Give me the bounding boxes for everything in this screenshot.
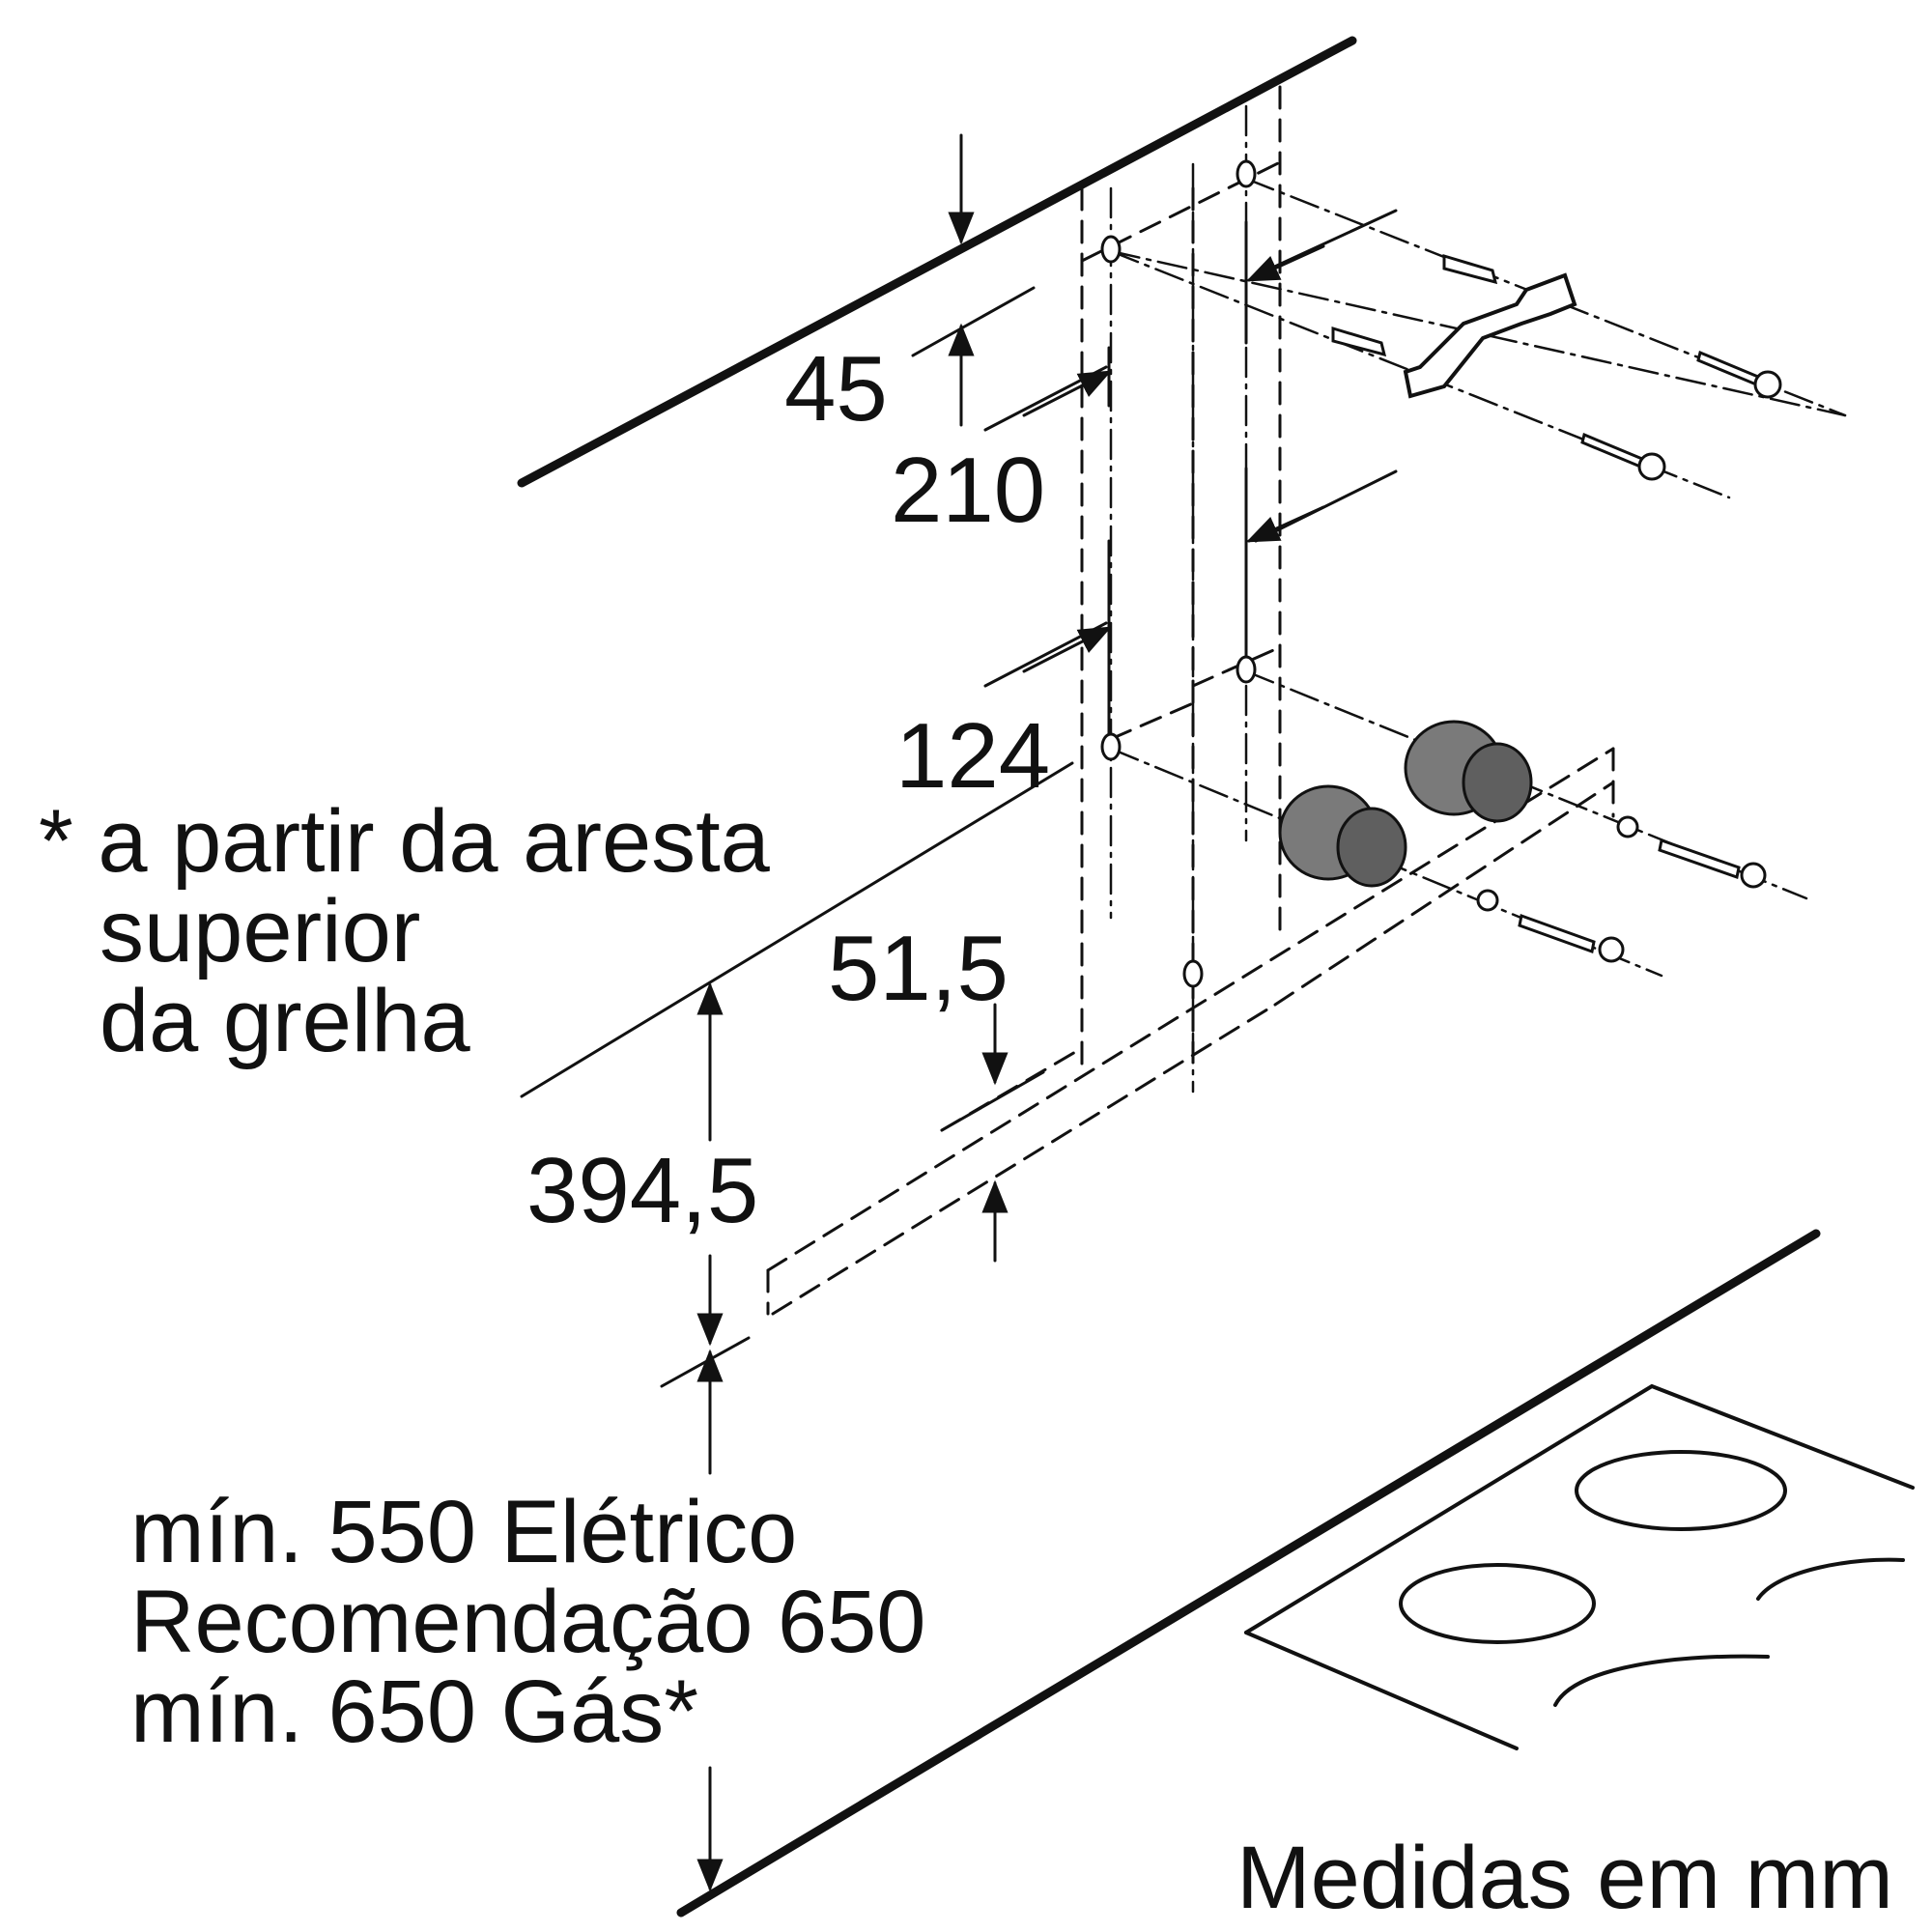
arrow-124 — [1022, 626, 1113, 673]
centre-lines — [1109, 104, 1847, 1094]
wall-plugs — [1278, 720, 1533, 888]
ceiling-edge — [517, 36, 1357, 488]
units-label: Medidas em mm — [1236, 1829, 1893, 1927]
dimension-51-5: 51,5 — [828, 917, 1009, 1020]
arrow-210 — [1022, 370, 1113, 417]
wall-plug-2 — [1278, 784, 1407, 888]
bolts-lower — [1476, 815, 1767, 963]
hole-markers — [1100, 159, 1257, 988]
screws-upper — [1580, 350, 1782, 481]
wall-plug-1 — [1404, 720, 1533, 823]
clearance-electric: mín. 550 Elétrico — [130, 1483, 798, 1581]
burner-2 — [1399, 1563, 1596, 1644]
burner-4 — [1553, 1654, 1770, 1707]
arrow-right-upper — [1245, 244, 1325, 282]
arrow-right-lower — [1245, 505, 1325, 543]
grid-note-line3: da grelha — [99, 972, 470, 1070]
burner-3 — [1756, 1557, 1905, 1601]
countertop-edge — [676, 1229, 1821, 1918]
dimension-45: 45 — [784, 337, 888, 440]
grid-note-line1: * a partir da aresta — [39, 792, 770, 891]
clearance-recommendation: Recomendação 650 — [130, 1573, 926, 1671]
dimension-210: 210 — [891, 439, 1046, 542]
burner-1 — [1575, 1450, 1787, 1531]
hob — [1244, 1383, 1915, 1750]
clearance-gas: mín. 650 Gás* — [130, 1662, 699, 1761]
dimension-394-5: 394,5 — [526, 1139, 759, 1242]
mounting-bracket — [1403, 272, 1577, 399]
grid-edge-line — [520, 761, 1074, 1098]
wall-plug-upper — [1331, 253, 1498, 357]
grid-note-line2: superior — [99, 882, 421, 980]
hood-lower — [766, 645, 1615, 1316]
dimension-124: 124 — [895, 704, 1051, 808]
